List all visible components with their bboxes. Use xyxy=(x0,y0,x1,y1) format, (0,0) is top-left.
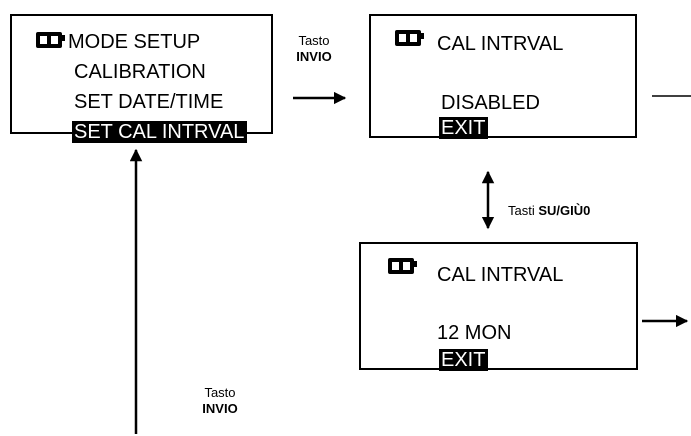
updown-keys-label: Tasti SU/GIÙ0 xyxy=(508,203,590,219)
menu-item-mode-setup: MODE SETUP xyxy=(68,31,201,53)
interval-value: DISABLED xyxy=(441,92,540,114)
exit-option: EXIT xyxy=(439,348,489,372)
screen-title: CAL INTRVAL xyxy=(437,33,564,55)
screen-title: CAL INTRVAL xyxy=(437,264,564,286)
menu-item-set-cal-intrval: SET CAL INTRVAL xyxy=(72,120,248,144)
battery-icon xyxy=(395,30,421,46)
label-prefix: Tasti xyxy=(508,203,539,218)
label-line1: Tasto xyxy=(298,33,330,48)
interval-value: 12 MON xyxy=(437,322,512,344)
screen-cal-intrval-12-mon: CAL INTRVAL 12 MON EXIT xyxy=(359,242,638,372)
battery-terminal xyxy=(62,35,65,41)
exit-option: EXIT xyxy=(439,116,489,140)
battery-icon xyxy=(388,258,414,274)
highlighted-selection: EXIT xyxy=(439,117,489,139)
key-name: INVIO xyxy=(296,49,332,64)
battery-terminal xyxy=(414,261,417,267)
label-key: INVIO xyxy=(194,401,246,417)
key-name: INVIO xyxy=(202,401,238,416)
label-key: INVIO xyxy=(288,49,340,65)
highlighted-selection: EXIT xyxy=(439,349,489,371)
key-name: SU/GIÙ0 xyxy=(538,203,591,218)
screen-mode-setup: MODE SETUP CALIBRATION SET DATE/TIME SET… xyxy=(10,14,273,143)
enter-key-label-top: Tasto INVIO xyxy=(288,33,340,65)
menu-item-calibration: CALIBRATION xyxy=(74,61,206,83)
enter-key-label-bottom: Tasto INVIO xyxy=(194,385,246,417)
screen-cal-intrval-disabled: CAL INTRVAL DISABLED EXIT xyxy=(369,14,637,140)
label-line1: Tasto xyxy=(204,385,236,400)
battery-terminal xyxy=(421,33,424,39)
menu-item-set-date-time: SET DATE/TIME xyxy=(74,91,224,113)
battery-icon xyxy=(36,32,62,48)
highlighted-selection: SET CAL INTRVAL xyxy=(72,121,248,143)
